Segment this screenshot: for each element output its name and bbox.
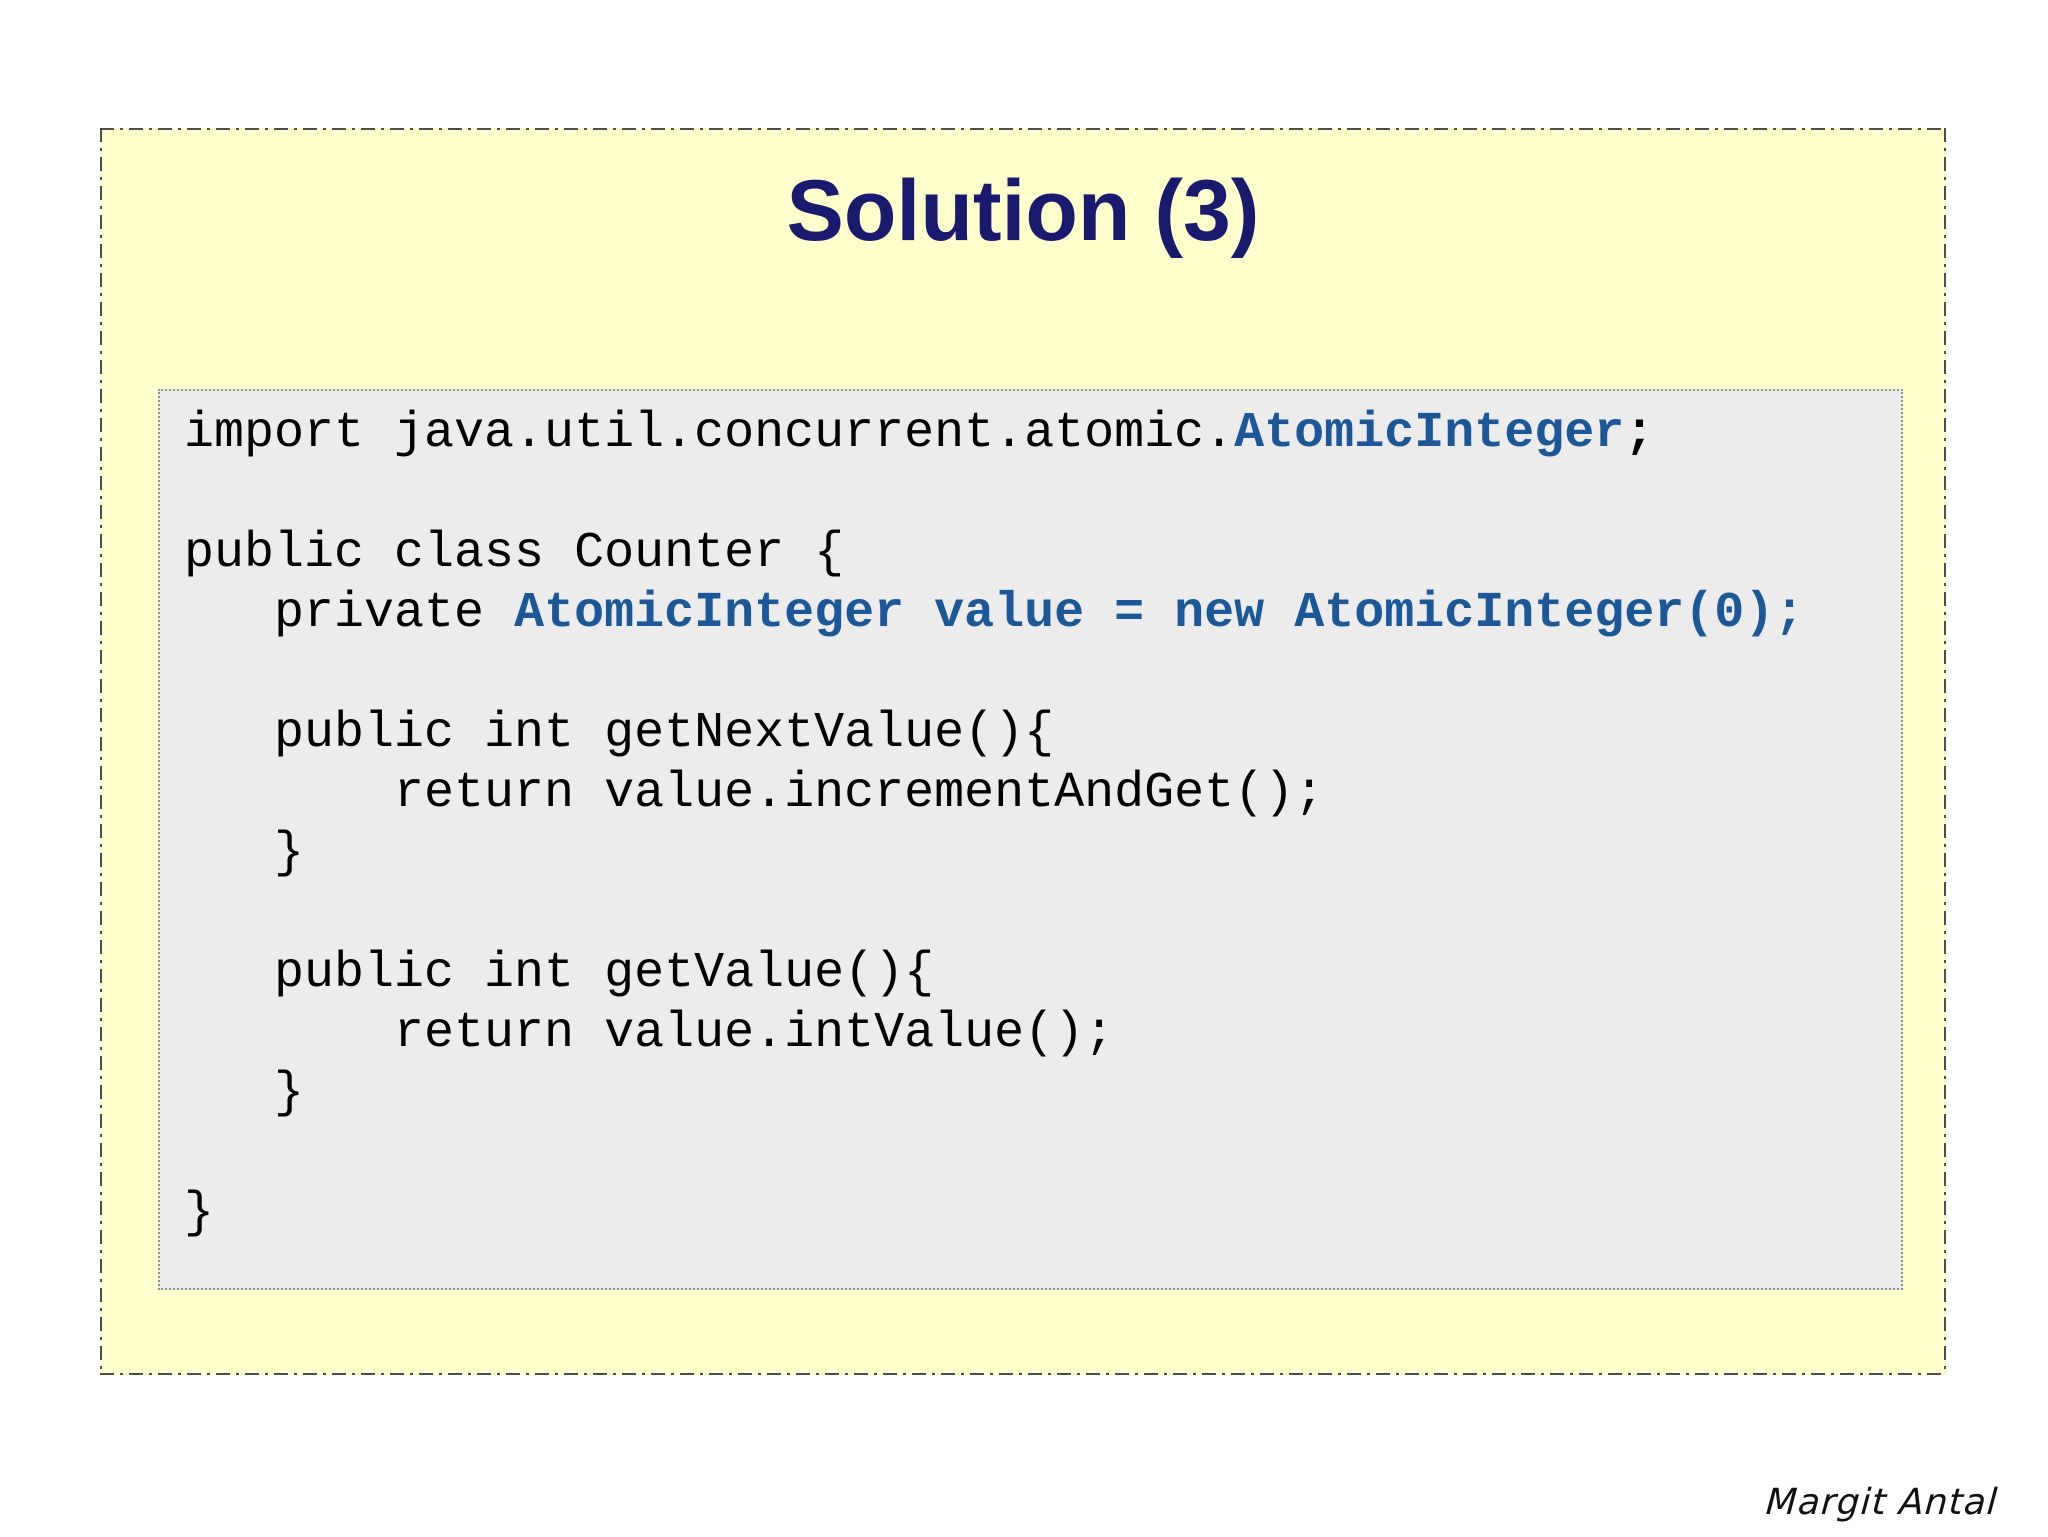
code-segment-plain: public int getNextValue(){ bbox=[184, 705, 1055, 762]
code-line: private AtomicInteger value = new Atomic… bbox=[184, 584, 1891, 644]
code-segment-type: AtomicInteger value = new AtomicInteger(… bbox=[514, 585, 1805, 642]
code-line: public class Counter { bbox=[184, 524, 1891, 584]
code-segment-type: AtomicInteger bbox=[1234, 405, 1625, 462]
code-segment-bold: ; bbox=[1624, 405, 1655, 462]
code-segment-plain: } bbox=[184, 1185, 215, 1242]
code-block: import java.util.concurrent.atomic.Atomi… bbox=[158, 389, 1903, 1290]
code-segment-plain: public class Counter { bbox=[184, 525, 845, 582]
code-line: public int getNextValue(){ bbox=[184, 704, 1891, 764]
code-line bbox=[184, 884, 1891, 944]
code-segment-plain: } bbox=[184, 825, 305, 882]
slide-canvas: Solution (3) import java.util.concurrent… bbox=[100, 128, 1946, 1375]
code-line bbox=[184, 1124, 1891, 1184]
author-signature: Margit Antal bbox=[1764, 1482, 2000, 1523]
code-segment-plain: } bbox=[184, 1065, 305, 1122]
code-line: return value.intValue(); bbox=[184, 1004, 1891, 1064]
code-segment-plain: public int getValue(){ bbox=[184, 945, 935, 1002]
code-line bbox=[184, 464, 1891, 524]
code-segment-plain: import java.util.concurrent.atomic. bbox=[184, 405, 1235, 462]
code-line: } bbox=[184, 1064, 1891, 1124]
slide-title: Solution (3) bbox=[786, 163, 1260, 259]
code-segment-plain: private bbox=[184, 585, 515, 642]
code-line: public int getValue(){ bbox=[184, 944, 1891, 1004]
code-segment-plain: return value.incrementAndGet(); bbox=[184, 765, 1325, 822]
code-line: return value.incrementAndGet(); bbox=[184, 764, 1891, 824]
code-line: import java.util.concurrent.atomic.Atomi… bbox=[184, 404, 1891, 464]
code-line: } bbox=[184, 824, 1891, 884]
code-line: } bbox=[184, 1184, 1891, 1244]
code-segment-plain: return value.intValue(); bbox=[184, 1005, 1115, 1062]
code-line bbox=[184, 644, 1891, 704]
